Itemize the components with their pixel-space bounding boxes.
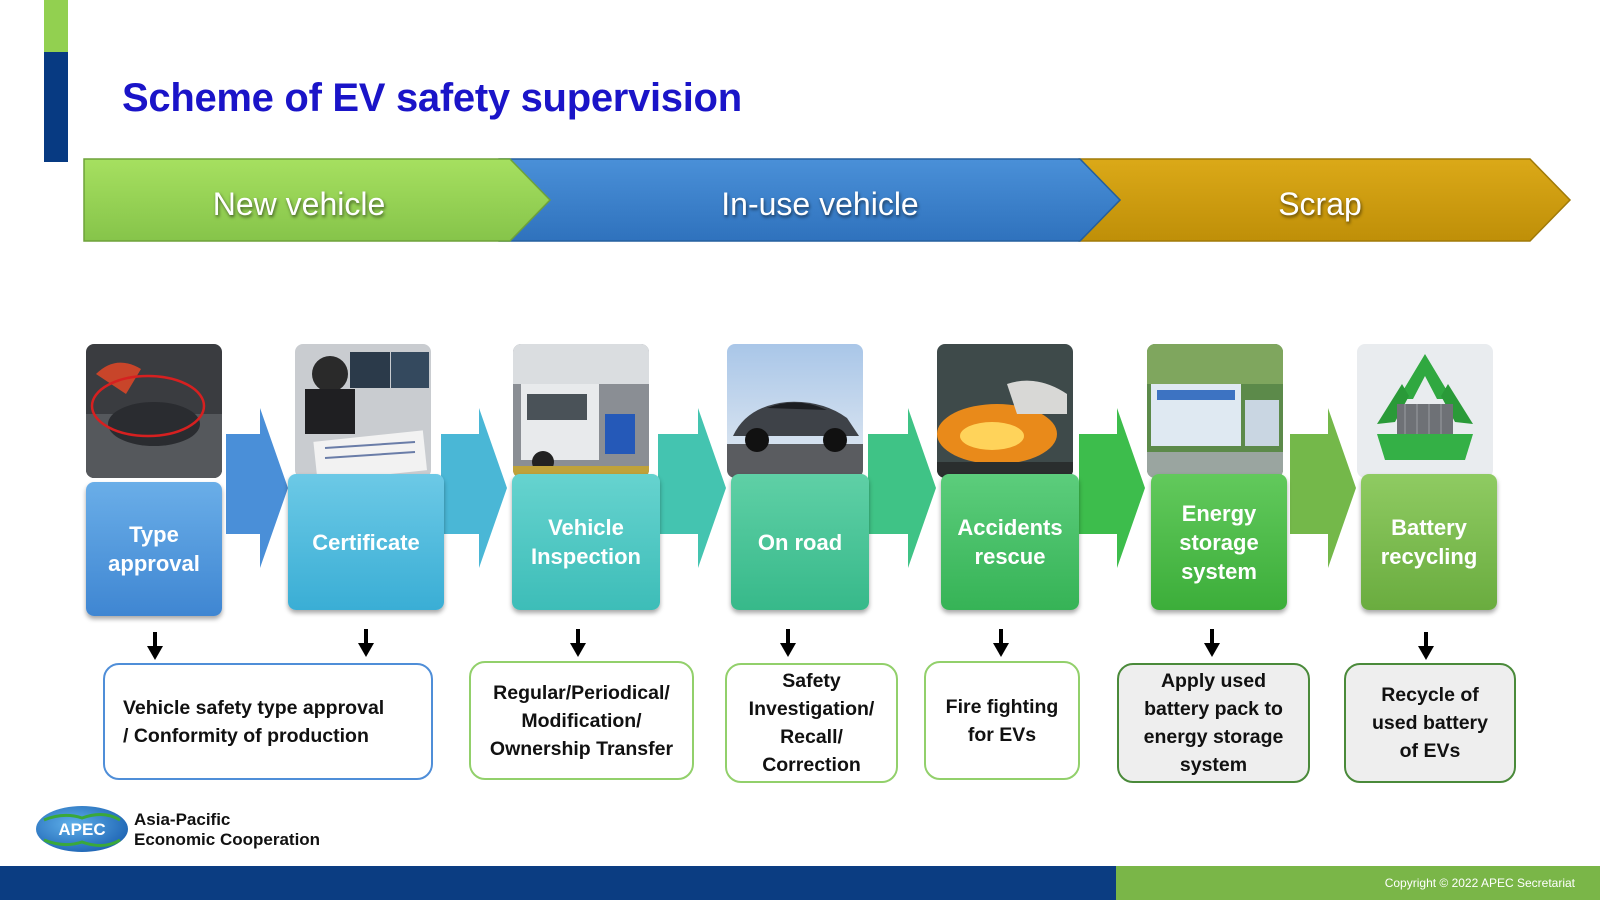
step-card-accidents-rescue: Accidents rescue (941, 474, 1079, 610)
desc-accidents-rescue: Fire fighting for EVs (924, 661, 1080, 780)
apec-name: Asia-Pacific Economic Cooperation (134, 810, 320, 850)
down-arrow-icon (358, 629, 374, 657)
desc-line: Correction (762, 754, 861, 776)
step-label-line: approval (108, 551, 200, 576)
step-label-line: On road (757, 529, 843, 555)
slide-title: Scheme of EV safety supervision (122, 76, 742, 120)
phase-label-in-use-vehicle: In-use vehicle (721, 186, 919, 222)
desc-line: Vehicle safety type approval (123, 696, 385, 719)
vehicle-inspection-photo (513, 344, 649, 478)
step-label-line: Inspection (530, 544, 641, 569)
desc-line: Investigation/ (748, 698, 875, 720)
step-card-certificate: Certificate (288, 474, 444, 610)
accident-rescue-photo (937, 344, 1073, 478)
type-approval-photo (86, 344, 222, 478)
footer-bar-blue (0, 866, 1116, 900)
desc-line: used battery (1372, 712, 1488, 734)
step-label-line: Battery (1391, 515, 1467, 540)
desc-line: Safety (782, 670, 841, 692)
step-arrow-1 (226, 408, 288, 568)
step-label-line: Type (129, 522, 179, 547)
battery-recycling-photo (1357, 344, 1493, 478)
desc-type-approval-certificate: Vehicle safety type approval / Conformity… (103, 663, 433, 780)
down-arrow-icon (147, 632, 163, 660)
desc-line: Modification/ (521, 709, 642, 732)
step-label-line: storage (1179, 529, 1259, 555)
step-label-line: Energy (1181, 500, 1257, 526)
step-card-type-approval: Type approval (86, 482, 222, 616)
step-label-line: Accidents (957, 515, 1063, 540)
step-arrow-5 (1079, 408, 1145, 568)
apec-name-line2: Economic Cooperation (134, 830, 321, 849)
apec-name-line1: Asia-Pacific (134, 810, 231, 829)
phase-label-new-vehicle: New vehicle (212, 186, 386, 222)
desc-vehicle-inspection: Regular/Periodical/Modification/Ownershi… (469, 661, 694, 780)
down-arrow-icon (993, 629, 1009, 657)
step-arrow-2 (441, 408, 507, 568)
desc-line: system (1179, 754, 1248, 776)
energy-storage-photo (1147, 344, 1283, 478)
apec-logo-icon: APEC (36, 806, 128, 852)
on-road-photo (727, 344, 863, 478)
step-arrow-4 (868, 408, 936, 568)
step-card-battery-recycling: Battery recycling (1361, 474, 1497, 610)
desc-line: Apply used (1160, 670, 1267, 692)
down-arrow-icon (1418, 632, 1434, 660)
desc-line: Recycle of (1381, 684, 1479, 706)
footer-bar-green (1116, 866, 1600, 900)
phase-chevron-new (83, 158, 552, 242)
desc-line: Recall/ (780, 726, 843, 748)
desc-line: for EVs (967, 723, 1037, 746)
down-arrow-icon (780, 629, 796, 657)
step-card-energy-storage-system: Energy storage system (1151, 474, 1287, 610)
accent-bar-blue (44, 52, 68, 162)
desc-line: energy storage (1143, 726, 1284, 748)
desc-energy-storage: Apply used battery pack to energy storage s… (1117, 663, 1310, 783)
step-label-line: system (1181, 558, 1257, 584)
step-arrow-3 (658, 408, 726, 568)
certificate-photo (295, 344, 431, 478)
desc-line: Ownership Transfer (489, 737, 674, 760)
desc-line: Regular/Periodical/ (493, 681, 670, 704)
phase-banner (83, 158, 1572, 242)
step-label-line: Vehicle (548, 515, 624, 540)
accent-bar-green (44, 0, 68, 52)
desc-line: of EVs (1399, 740, 1461, 762)
copyright-text: Copyright © 2022 APEC Secretariat (1384, 876, 1575, 890)
down-arrow-icon (570, 629, 586, 657)
down-arrow-icon (1204, 629, 1220, 657)
desc-line: / Conformity of production (123, 724, 369, 747)
desc-line: Fire fighting (945, 695, 1059, 718)
step-label-line: rescue (974, 544, 1046, 569)
step-label-line: Certificate (312, 529, 420, 555)
step-label-line: recycling (1380, 544, 1478, 569)
desc-battery-recycling: Recycle of used battery of EVs (1344, 663, 1516, 783)
phase-label-scrap: Scrap (1278, 186, 1362, 222)
step-card-on-road: On road (731, 474, 869, 610)
apec-logo-mark: APEC (58, 820, 105, 839)
step-arrow-6 (1290, 408, 1356, 568)
desc-line: battery pack to (1144, 698, 1283, 720)
